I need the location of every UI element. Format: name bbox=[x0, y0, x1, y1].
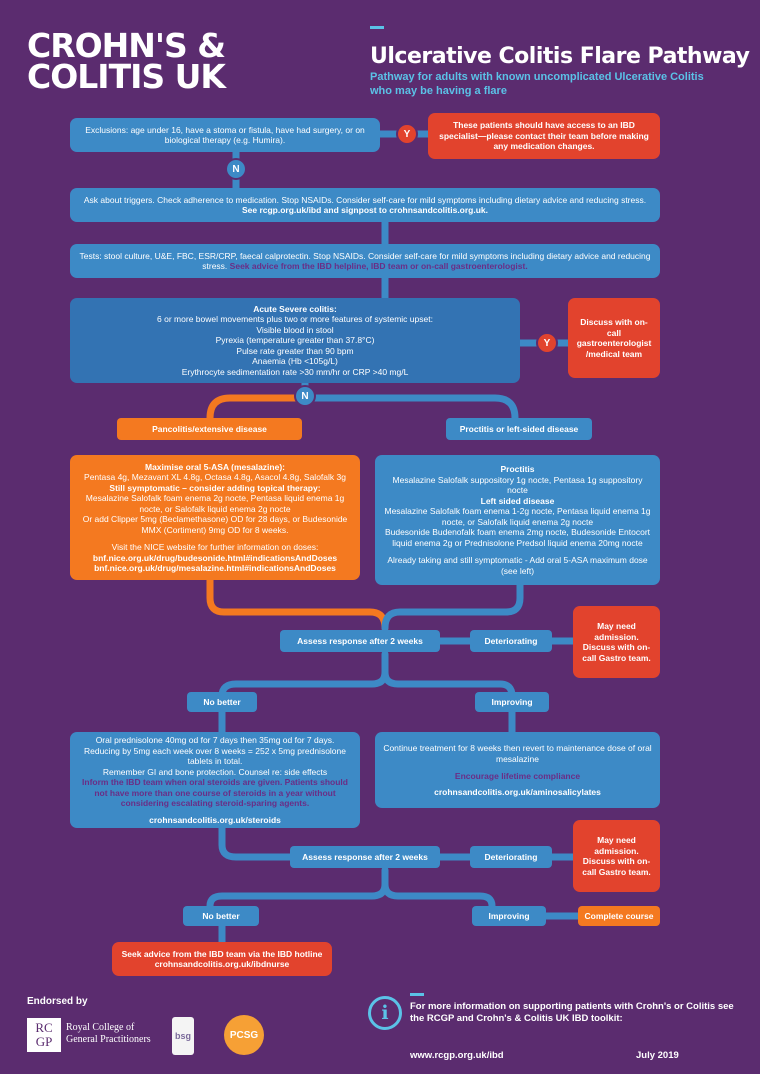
assess2-label: Assess response after 2 weeks bbox=[290, 846, 440, 868]
pancolitis-box: Maximise oral 5-ASA (mesalazine): Pentas… bbox=[70, 455, 360, 580]
assess1-improving: Improving bbox=[475, 692, 549, 712]
assess1-deteriorating-text: May need admission. Discuss with on-call… bbox=[582, 621, 651, 663]
steroids-highlight: Inform the IBD team when oral steroids a… bbox=[82, 777, 348, 808]
acute-line: Anaemia (Hb <105g/L) bbox=[252, 356, 338, 367]
proctitis-label: Proctitis or left-sided disease bbox=[446, 418, 592, 440]
steroids-line2: Remember GI and bone protection. Counsel… bbox=[102, 766, 328, 777]
assess2-deteriorating: Deteriorating bbox=[470, 846, 552, 868]
improving-highlight: Encourage lifetime compliance bbox=[454, 771, 581, 781]
pancolitis-line1: Pentasa 4g, Mezavant XL 4.8g, Octasa 4.8… bbox=[84, 472, 346, 482]
proctitis-line3: Budesonide Budenofalk foam enema 2mg noc… bbox=[384, 527, 651, 548]
exclusions-box: Exclusions: age under 16, have a stoma o… bbox=[70, 118, 380, 152]
assess1-deteriorating: Deteriorating bbox=[470, 630, 552, 652]
page-subtitle: Pathway for adults with known uncomplica… bbox=[370, 71, 704, 97]
exclusions-yes-action: These patients should have access to an … bbox=[428, 113, 660, 159]
no-badge-exclusions: N bbox=[225, 158, 247, 180]
triggers-link: See rcgp.org.uk/ibd and signpost to croh… bbox=[241, 205, 489, 215]
pancolitis-link1[interactable]: bnf.nice.org.uk/drug/budesonide.html#ind… bbox=[92, 552, 338, 563]
proctitis-line1: Mesalazine Salofalk suppository 1g nocte… bbox=[392, 474, 643, 496]
acute-line: 6 or more bowel movements plus two or mo… bbox=[157, 314, 433, 325]
assess2-deteriorating-text: May need admission. Discuss with on-call… bbox=[582, 835, 651, 877]
info-rule bbox=[410, 993, 424, 996]
hotline-line1: Seek advice from the IBD team via the IB… bbox=[121, 948, 323, 959]
pancolitis-line3: Or add Clipper 5mg (Beclamethasone) OD f… bbox=[82, 514, 348, 535]
tests-highlight: Seek advice from the IBD helpline, IBD t… bbox=[229, 261, 528, 271]
acute-line: Visible blood in stool bbox=[256, 324, 334, 335]
complete-course: Complete course bbox=[578, 906, 660, 926]
proctitis-line2: Mesalazine Salofalk foam enema 1-2g noct… bbox=[384, 506, 651, 527]
assess2-improving: Improving bbox=[472, 906, 546, 926]
crohns-colitis-uk-logo: CROHN'S & COLITIS UK bbox=[27, 26, 237, 96]
info-icon: i bbox=[368, 996, 402, 1030]
logo-line1: CROHN'S & bbox=[27, 26, 226, 65]
improving-line1: Continue treatment for 8 weeks then reve… bbox=[383, 743, 652, 764]
acute-severe-colitis-box: Acute Severe colitis: 6 or more bowel mo… bbox=[70, 298, 520, 383]
hotline-link[interactable]: crohnsandcolitis.org.uk/ibdnurse bbox=[154, 959, 290, 969]
rcgp-ibd-url[interactable]: www.rcgp.org.uk/ibd bbox=[410, 1050, 504, 1061]
exclusions-text: Exclusions: age under 16, have a stoma o… bbox=[85, 124, 365, 146]
exclusions-yes-text: These patients should have access to an … bbox=[439, 120, 649, 152]
no-badge-acute: N bbox=[294, 385, 316, 407]
assess1-label: Assess response after 2 weeks bbox=[280, 630, 440, 652]
proctitis-heading1: Proctitis bbox=[500, 464, 535, 474]
assess1-deteriorating-action: May need admission. Discuss with on-call… bbox=[573, 606, 660, 678]
pancolitis-heading2: Still symptomatic – consider adding topi… bbox=[109, 482, 321, 493]
page-title: Ulcerative Colitis Flare Pathway bbox=[370, 44, 750, 69]
proctitis-line4: Already taking and still symptomatic - A… bbox=[387, 555, 648, 576]
assess2-deteriorating-action: May need admission. Discuss with on-call… bbox=[573, 820, 660, 892]
yes-badge-acute: Y bbox=[536, 332, 558, 354]
tests-text: Tests: stool culture, U&E, FBC, ESR/CRP,… bbox=[79, 250, 651, 272]
acute-line: Pyrexia (temperature greater than 37.8°C… bbox=[215, 335, 375, 346]
pancolitis-heading1: Maximise oral 5-ASA (mesalazine): bbox=[145, 461, 285, 472]
triggers-text: Ask about triggers. Check adherence to m… bbox=[83, 194, 647, 205]
steroids-line1: Oral prednisolone 40mg od for 7 days the… bbox=[83, 735, 346, 766]
bsg-logo: bsg bbox=[172, 1017, 194, 1055]
rcgp-name: Royal College of General Practitioners bbox=[66, 1022, 151, 1045]
proctitis-heading2: Left sided disease bbox=[480, 495, 555, 506]
logo-line2: COLITIS UK bbox=[27, 57, 226, 96]
acute-title: Acute Severe colitis: bbox=[253, 303, 337, 314]
rcgp-logo: RC GP bbox=[27, 1018, 61, 1052]
pancolitis-nice: Visit the NICE website for further infor… bbox=[111, 542, 319, 552]
acute-yes-action: Discuss with on-call gastroenterologist … bbox=[568, 298, 660, 378]
steroids-link[interactable]: crohnsandcolitis.org.uk/steroids bbox=[149, 814, 281, 825]
steroids-box: Oral prednisolone 40mg od for 7 days the… bbox=[70, 732, 360, 828]
pancolitis-link2[interactable]: bnf.nice.org.uk/drug/mesalazine.html#ind… bbox=[94, 563, 336, 573]
title-rule bbox=[370, 26, 384, 29]
publication-date: July 2019 bbox=[636, 1050, 679, 1061]
proctitis-box: Proctitis Mesalazine Salofalk suppositor… bbox=[375, 455, 660, 585]
improving-link[interactable]: crohnsandcolitis.org.uk/aminosalicylates bbox=[434, 786, 601, 797]
tests-box: Tests: stool culture, U&E, FBC, ESR/CRP,… bbox=[70, 244, 660, 278]
assess2-no-better: No better bbox=[183, 906, 259, 926]
acute-line: Erythrocyte sedimentation rate >30 mm/hr… bbox=[181, 366, 409, 377]
pcsg-logo: PCSG bbox=[224, 1015, 264, 1055]
endorsed-by-label: Endorsed by bbox=[27, 996, 88, 1007]
info-text: For more information on supporting patie… bbox=[410, 1001, 734, 1024]
acute-yes-text: Discuss with on-call gastroenterologist … bbox=[576, 317, 652, 359]
hotline-box: Seek advice from the IBD team via the IB… bbox=[112, 942, 332, 976]
pancolitis-label: Pancolitis/extensive disease bbox=[117, 418, 302, 440]
yes-badge-exclusions: Y bbox=[396, 123, 418, 145]
improving-box: Continue treatment for 8 weeks then reve… bbox=[375, 732, 660, 808]
acute-line: Pulse rate greater than 90 bpm bbox=[236, 345, 354, 356]
triggers-box: Ask about triggers. Check adherence to m… bbox=[70, 188, 660, 222]
assess1-no-better: No better bbox=[187, 692, 257, 712]
pancolitis-line2: Mesalazine Salofalk foam enema 2g nocte,… bbox=[85, 493, 345, 514]
